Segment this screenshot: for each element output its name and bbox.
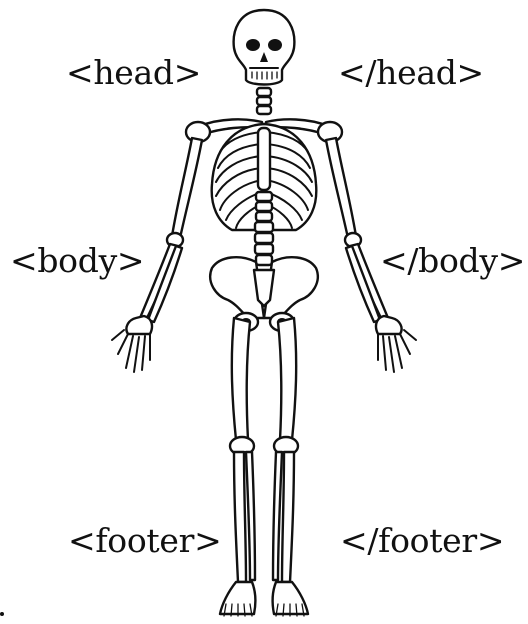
corner-dot [0,612,4,616]
body-close-tag-label: </body> [380,244,525,277]
right-arm [326,138,388,322]
lower-spine [255,192,273,265]
head-close-tag-label: </head> [338,56,484,89]
left-foot [220,582,255,616]
footer-close-tag-label: </footer> [340,524,504,557]
left-hand [112,316,152,372]
head-open-tag-label: <head> [66,56,201,89]
left-leg [230,318,255,582]
left-arm [140,138,202,322]
footer-open-tag-label: <footer> [68,524,221,557]
skull [234,10,295,85]
neck-spine [257,88,271,114]
right-leg [273,318,298,582]
right-hand [376,316,416,372]
right-foot [273,582,308,616]
body-open-tag-label: <body> [10,244,144,277]
pelvis [210,257,318,331]
